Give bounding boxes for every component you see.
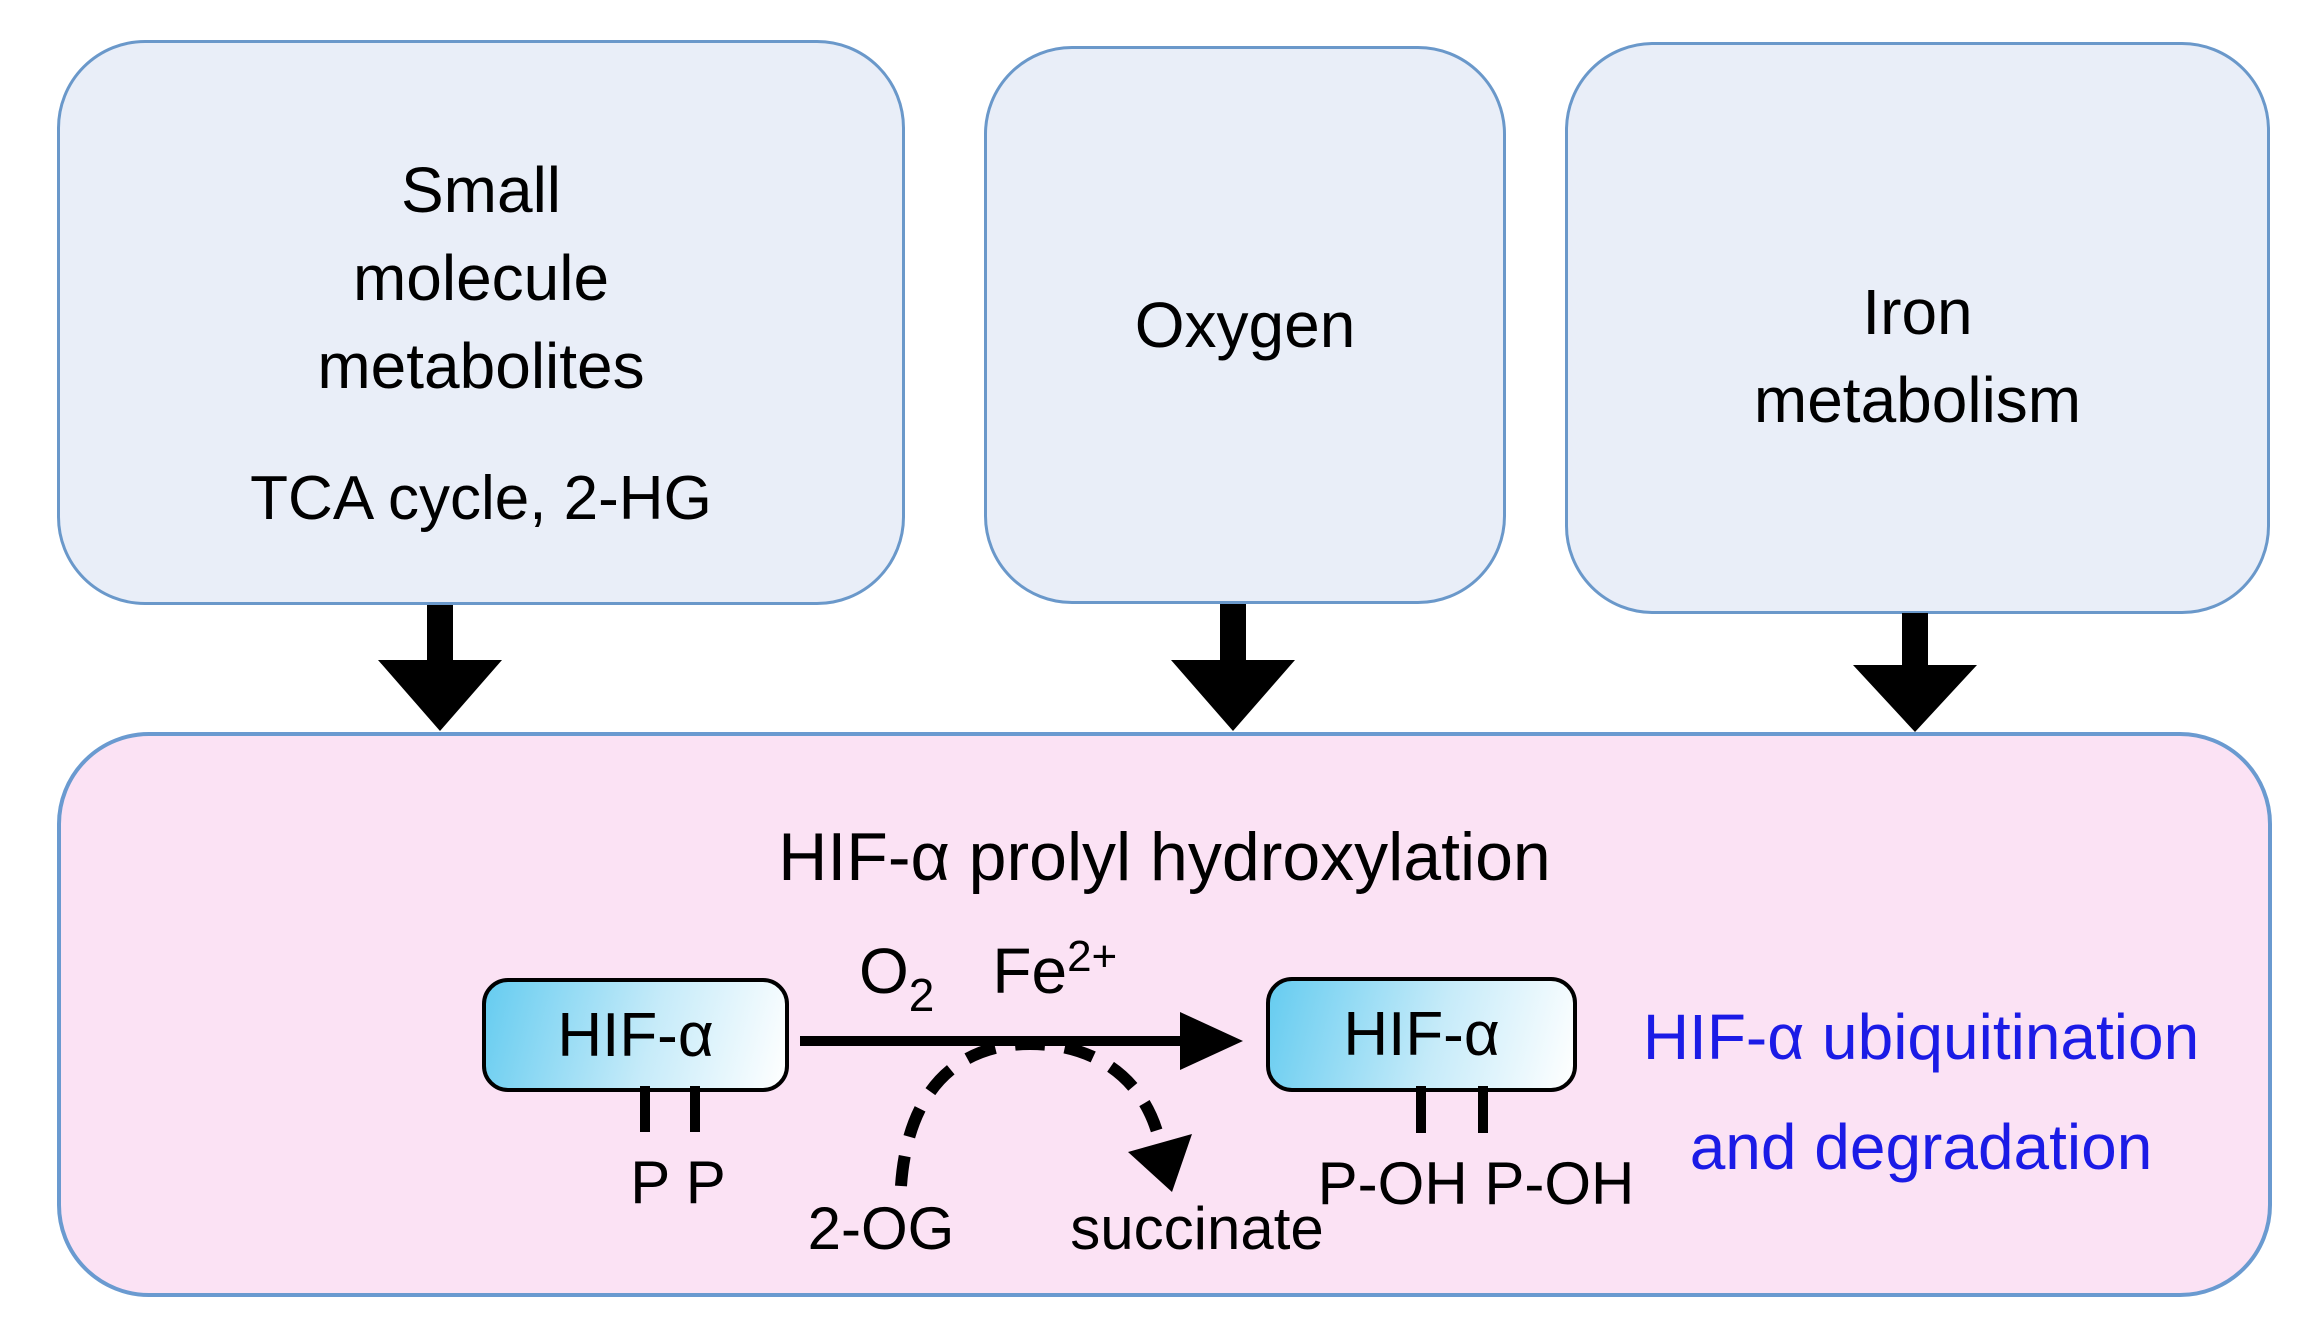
input-box-small-molecule-metabolites: Small molecule metabolites TCA cycle, 2-… <box>57 40 905 605</box>
oxygen-symbol: O <box>859 935 909 1007</box>
iron-superscript: 2+ <box>1067 932 1118 981</box>
metabolites-label-line3: metabolites <box>317 330 645 402</box>
iron-symbol: Fe <box>992 935 1068 1007</box>
metabolites-box-sublabel: TCA cycle, 2-HG <box>250 464 712 533</box>
coproduct-label: succinate <box>1070 1195 1324 1262</box>
down-arrow-metabolites-icon <box>378 605 502 731</box>
metabolites-label-line2: molecule <box>352 242 610 314</box>
hydroxylation-panel: HIF-α prolyl hydroxylation O2 Fe2+ HIF-α … <box>57 732 2272 1297</box>
oxygen-box-label: Oxygen <box>1134 289 1356 361</box>
iron-label-line2: metabolism <box>1753 364 2082 436</box>
cofactor-labels: O2 Fe2+ <box>859 932 1117 1022</box>
panel-title: HIF-α prolyl hydroxylation <box>778 819 1551 895</box>
hif-alpha-substrate-label: HIF-α <box>557 1000 714 1070</box>
ubiquitination-note-line1: HIF-α ubiquitination <box>1642 1001 2200 1073</box>
cosubstrate-label: 2-OG <box>807 1195 955 1262</box>
proline-sites-label: P P <box>630 1149 726 1216</box>
ubiquitination-note-line2: and degradation <box>1689 1111 2153 1183</box>
metabolites-box-label: Small molecule metabolites <box>60 146 902 410</box>
hydroxyproline-sites-label: P-OH P-OH <box>1317 1150 1635 1217</box>
ubiquitination-note: HIF-α ubiquitination and degradation <box>1621 982 2221 1202</box>
oxygen-subscript: 2 <box>908 969 935 1021</box>
iron-box-label: Iron metabolism <box>1568 268 2267 444</box>
metabolites-label-line1: Small <box>400 154 562 226</box>
iron-label-line1: Iron <box>1862 276 1973 348</box>
hif-alpha-product-box: HIF-α <box>1266 977 1577 1092</box>
down-arrow-oxygen-icon <box>1171 604 1295 731</box>
input-box-oxygen: Oxygen <box>984 46 1506 604</box>
hif-alpha-product-label: HIF-α <box>1343 1000 1500 1069</box>
hif-alpha-substrate-box: HIF-α <box>482 978 789 1092</box>
input-box-iron-metabolism: Iron metabolism <box>1565 42 2270 614</box>
down-arrow-iron-icon <box>1853 613 1977 732</box>
